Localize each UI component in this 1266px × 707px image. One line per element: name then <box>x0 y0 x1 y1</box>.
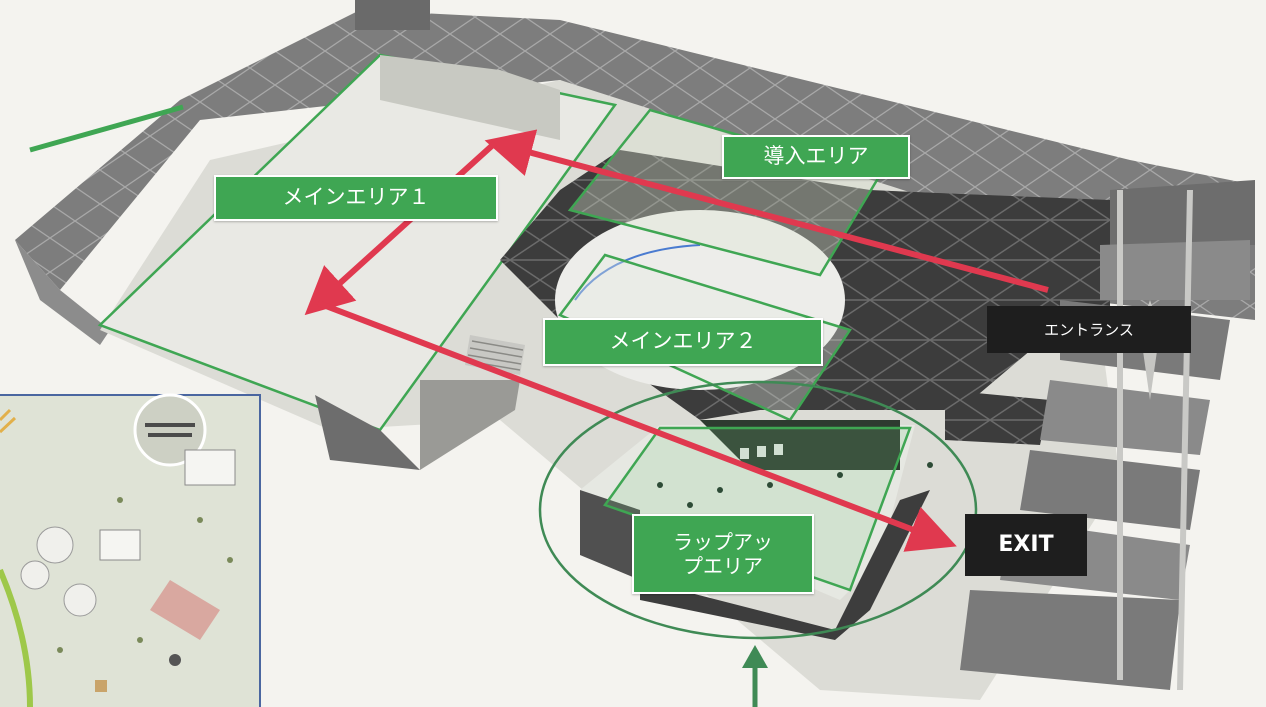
main-area-1-label: メインエリア１ <box>214 175 498 221</box>
main-area-2-label: メインエリア２ <box>543 318 823 366</box>
intro-area-label: 導入エリア <box>722 135 910 179</box>
green-pointer-arrow-icon <box>742 645 768 707</box>
callout-line-topleft <box>29 104 184 153</box>
visitor-route-arrow-icon <box>304 129 1049 552</box>
exit-label: EXIT <box>965 514 1087 576</box>
wrapup-area-label: ラップアッ プエリア <box>632 514 814 594</box>
wrapup-highlight-ellipse <box>538 380 978 640</box>
inset-site-map <box>0 393 261 707</box>
entrance-label: エントランス <box>987 306 1191 353</box>
